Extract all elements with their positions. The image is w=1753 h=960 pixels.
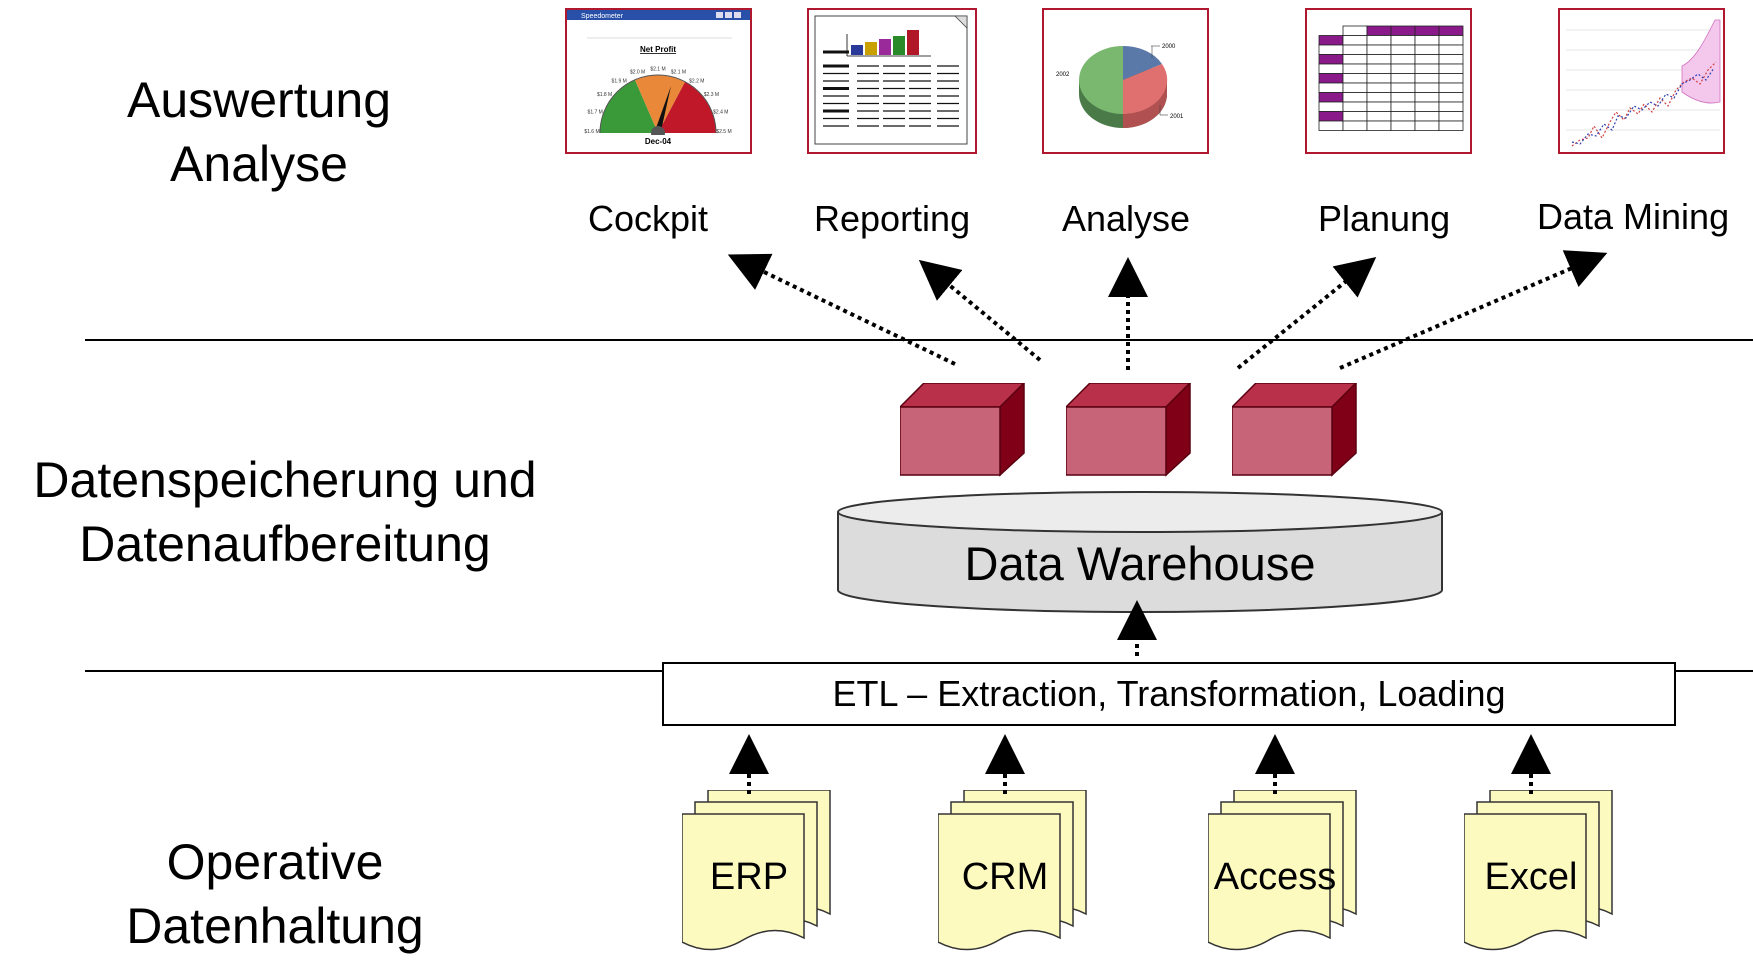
gauge-needle (655, 86, 671, 131)
source-label-erp: ERP (709, 856, 789, 898)
source-label-access: Access (1213, 856, 1337, 898)
layer-title-storage: Datenspeicherung und Datenaufbereitung (10, 448, 560, 576)
speedometer-titlebar (567, 10, 750, 20)
tool-label-planung: Planung (1318, 198, 1451, 239)
data-warehouse-label: Data Warehouse (964, 537, 1316, 590)
document-page (1464, 813, 1587, 951)
gauge-tick-label: $1.6 M (584, 129, 599, 135)
pie-label-2000: 2000 (1162, 44, 1176, 50)
source-doc-erp (682, 790, 831, 951)
tool-label-reporting: Reporting (814, 198, 971, 239)
arrow-to-cockpit (727, 253, 956, 366)
gauge-tick-label: $2.1 M (671, 69, 686, 75)
data-mart-cube-1 (900, 383, 1026, 477)
separator-top (85, 339, 1753, 341)
gauge-tick-label: $2.1 M (650, 66, 665, 72)
gauge-tick-label: $2.2 M (689, 78, 704, 84)
layer-title-operational-line2: Datenhaltung (126, 898, 424, 954)
speedometer-window-title: Speedometer (581, 13, 624, 20)
reporting-thumbnail (807, 8, 977, 154)
gauge-tick-label: $2.3 M (704, 92, 719, 98)
gauge-tick-label: $2.0 M (630, 69, 645, 75)
arrow-to-data-mining (1339, 250, 1608, 370)
layer-title-operational: Operative Datenhaltung (110, 830, 440, 958)
source-label-crm: CRM (961, 856, 1049, 898)
gauge-tick-label: $1.8 M (597, 92, 612, 98)
source-doc-crm (938, 790, 1087, 951)
arrow-to-reporting (918, 259, 1042, 362)
tool-label-data-mining: Data Mining (1537, 196, 1730, 237)
analysis-thumbnail: 2000 2001 2002 (1042, 8, 1209, 154)
layer-title-analysis-line1: Auswertung (126, 72, 392, 128)
gauge-green-zone (600, 80, 658, 133)
arrow-to-planung (1236, 256, 1377, 370)
source-label-excel: Excel (1484, 856, 1578, 898)
data-mart-cube-2 (1066, 383, 1192, 477)
gauge-red-zone (658, 82, 716, 133)
planning-thumbnail (1305, 8, 1472, 154)
layer-title-storage-line2: Datenaufbereitung (79, 516, 491, 572)
gauge-tick-label: $2.4 M (713, 110, 728, 116)
etl-label: ETL – Extraction, Transformation, Loadin… (832, 673, 1506, 714)
layer-title-storage-line1: Datenspeicherung und (33, 452, 537, 508)
layer-title-analysis: Auswertung Analyse (118, 68, 400, 196)
pie-label-2002: 2002 (1056, 72, 1070, 78)
cockpit-thumbnail: Speedometer Net Profit Dec-04 $1.6 M $1.7… (565, 8, 752, 154)
plan-cell (1438, 120, 1464, 131)
source-doc-access (1208, 790, 1357, 951)
source-doc-excel (1464, 790, 1613, 951)
speedometer-chart-title: Net Profit (640, 45, 676, 54)
gauge-tick-label: $1.7 M (588, 110, 603, 116)
etl-box: ETL – Extraction, Transformation, Loadin… (662, 662, 1676, 726)
forecast-band (1681, 19, 1721, 104)
data-mart-cube-3 (1232, 383, 1358, 477)
data-warehouse-cylinder (837, 491, 1443, 613)
document-page (1208, 813, 1331, 951)
data-mining-thumbnail (1558, 8, 1725, 154)
speedometer-footer: Dec-04 (645, 137, 672, 146)
document-page (938, 813, 1061, 951)
gauge-tick-label: $2.5 M (716, 129, 731, 135)
tool-label-cockpit: Cockpit (588, 198, 709, 239)
layer-title-operational-line1: Operative (166, 834, 384, 890)
pie-slice-2001 (1123, 64, 1168, 115)
tool-label-analyse: Analyse (1062, 198, 1191, 239)
pie-slice-2002 (1079, 46, 1123, 114)
pie-label-2001: 2001 (1170, 114, 1184, 120)
document-page (682, 813, 805, 951)
layer-title-analysis-line2: Analyse (170, 136, 348, 192)
gauge-orange-zone (635, 75, 685, 133)
gauge-tick-label: $1.9 M (612, 78, 627, 84)
